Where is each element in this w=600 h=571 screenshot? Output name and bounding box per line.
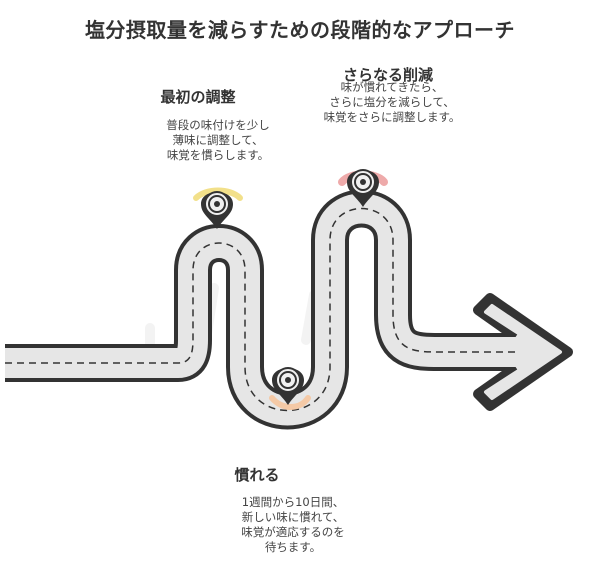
step-3-description: 味が慣れてきたら、 さらに塩分を減らして、 味覚をさらに調整します。	[323, 80, 461, 124]
map-pin-icon	[272, 367, 304, 405]
step-3-marker	[338, 169, 388, 207]
map-pin-icon	[347, 169, 379, 207]
marker-highlight	[269, 395, 311, 410]
step-2-title: 慣れる	[234, 466, 280, 484]
map-pin-icon	[201, 191, 233, 229]
step-2-description: 1週間から10日間、 新しい味に慣れて、 味覚が適応するのを 待ちます。	[241, 495, 345, 554]
step-1-marker	[193, 187, 243, 229]
step-1-title: 最初の調整	[160, 88, 236, 106]
step-3-title: さらなる削減	[342, 66, 433, 84]
marker-highlight	[193, 187, 243, 201]
step-1-description: 普段の味付けを少し 薄味に調整して、 味覚を慣らします。	[166, 118, 270, 162]
arrowhead-fill	[484, 304, 562, 400]
page-title: 塩分摂取量を減らすための段階的なアプローチ	[84, 18, 516, 42]
step-2-marker	[269, 367, 311, 410]
road-outline	[5, 209, 520, 411]
